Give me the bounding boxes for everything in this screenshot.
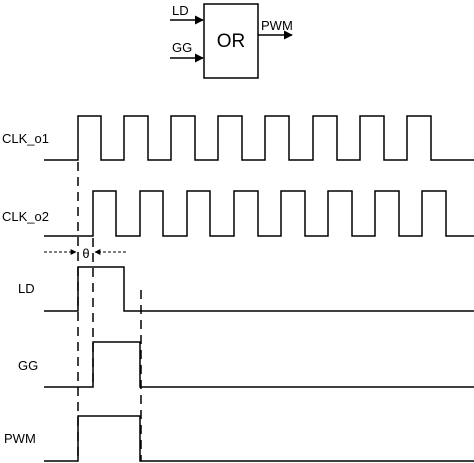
or-gate-label: OR [217,31,246,52]
or-gate-box [203,3,259,79]
waveform-clk-o1 [44,115,474,161]
signal-label-gg: GG [18,358,38,373]
waveform-gg [44,341,474,388]
waveform-clk-o2 [44,190,474,237]
gate-input-gg-label: GG [172,40,192,55]
signal-label-ld: LD [18,281,35,296]
phase-offset-marker: θ [44,246,126,261]
or-gate: OR LD GG PWM [170,3,293,79]
waveform-ld [44,266,474,312]
signal-label-pwm: PWM [4,431,36,446]
waveform-pwm [44,415,474,462]
gate-input-ld-label: LD [172,3,189,18]
signal-label-clk-o2: CLK_o2 [2,209,49,224]
phase-theta-label: θ [82,246,89,261]
signal-label-clk-o1: CLK_o1 [2,131,49,146]
gate-output-label: PWM [261,18,293,33]
